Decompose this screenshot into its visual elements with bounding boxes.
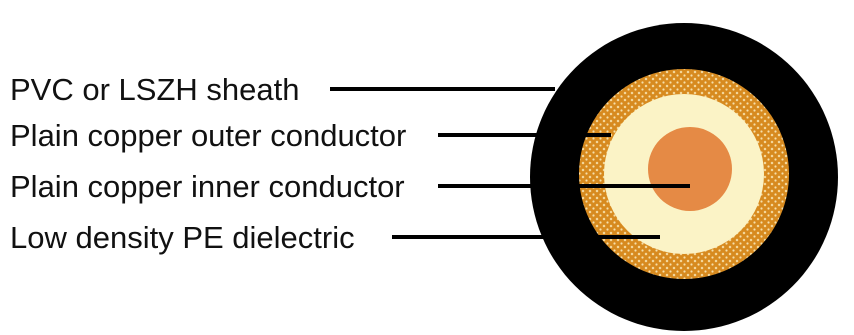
inner-conductor-core — [648, 127, 732, 211]
dielectric-label: Low density PE dielectric — [10, 220, 355, 255]
outer-conductor-label: Plain copper outer conductor — [10, 118, 406, 153]
leader-lines — [330, 87, 690, 239]
sheath-label: PVC or LSZH sheath — [10, 72, 299, 107]
inner-conductor-label: Plain copper inner conductor — [10, 169, 405, 204]
cable-cross-section — [530, 23, 838, 331]
